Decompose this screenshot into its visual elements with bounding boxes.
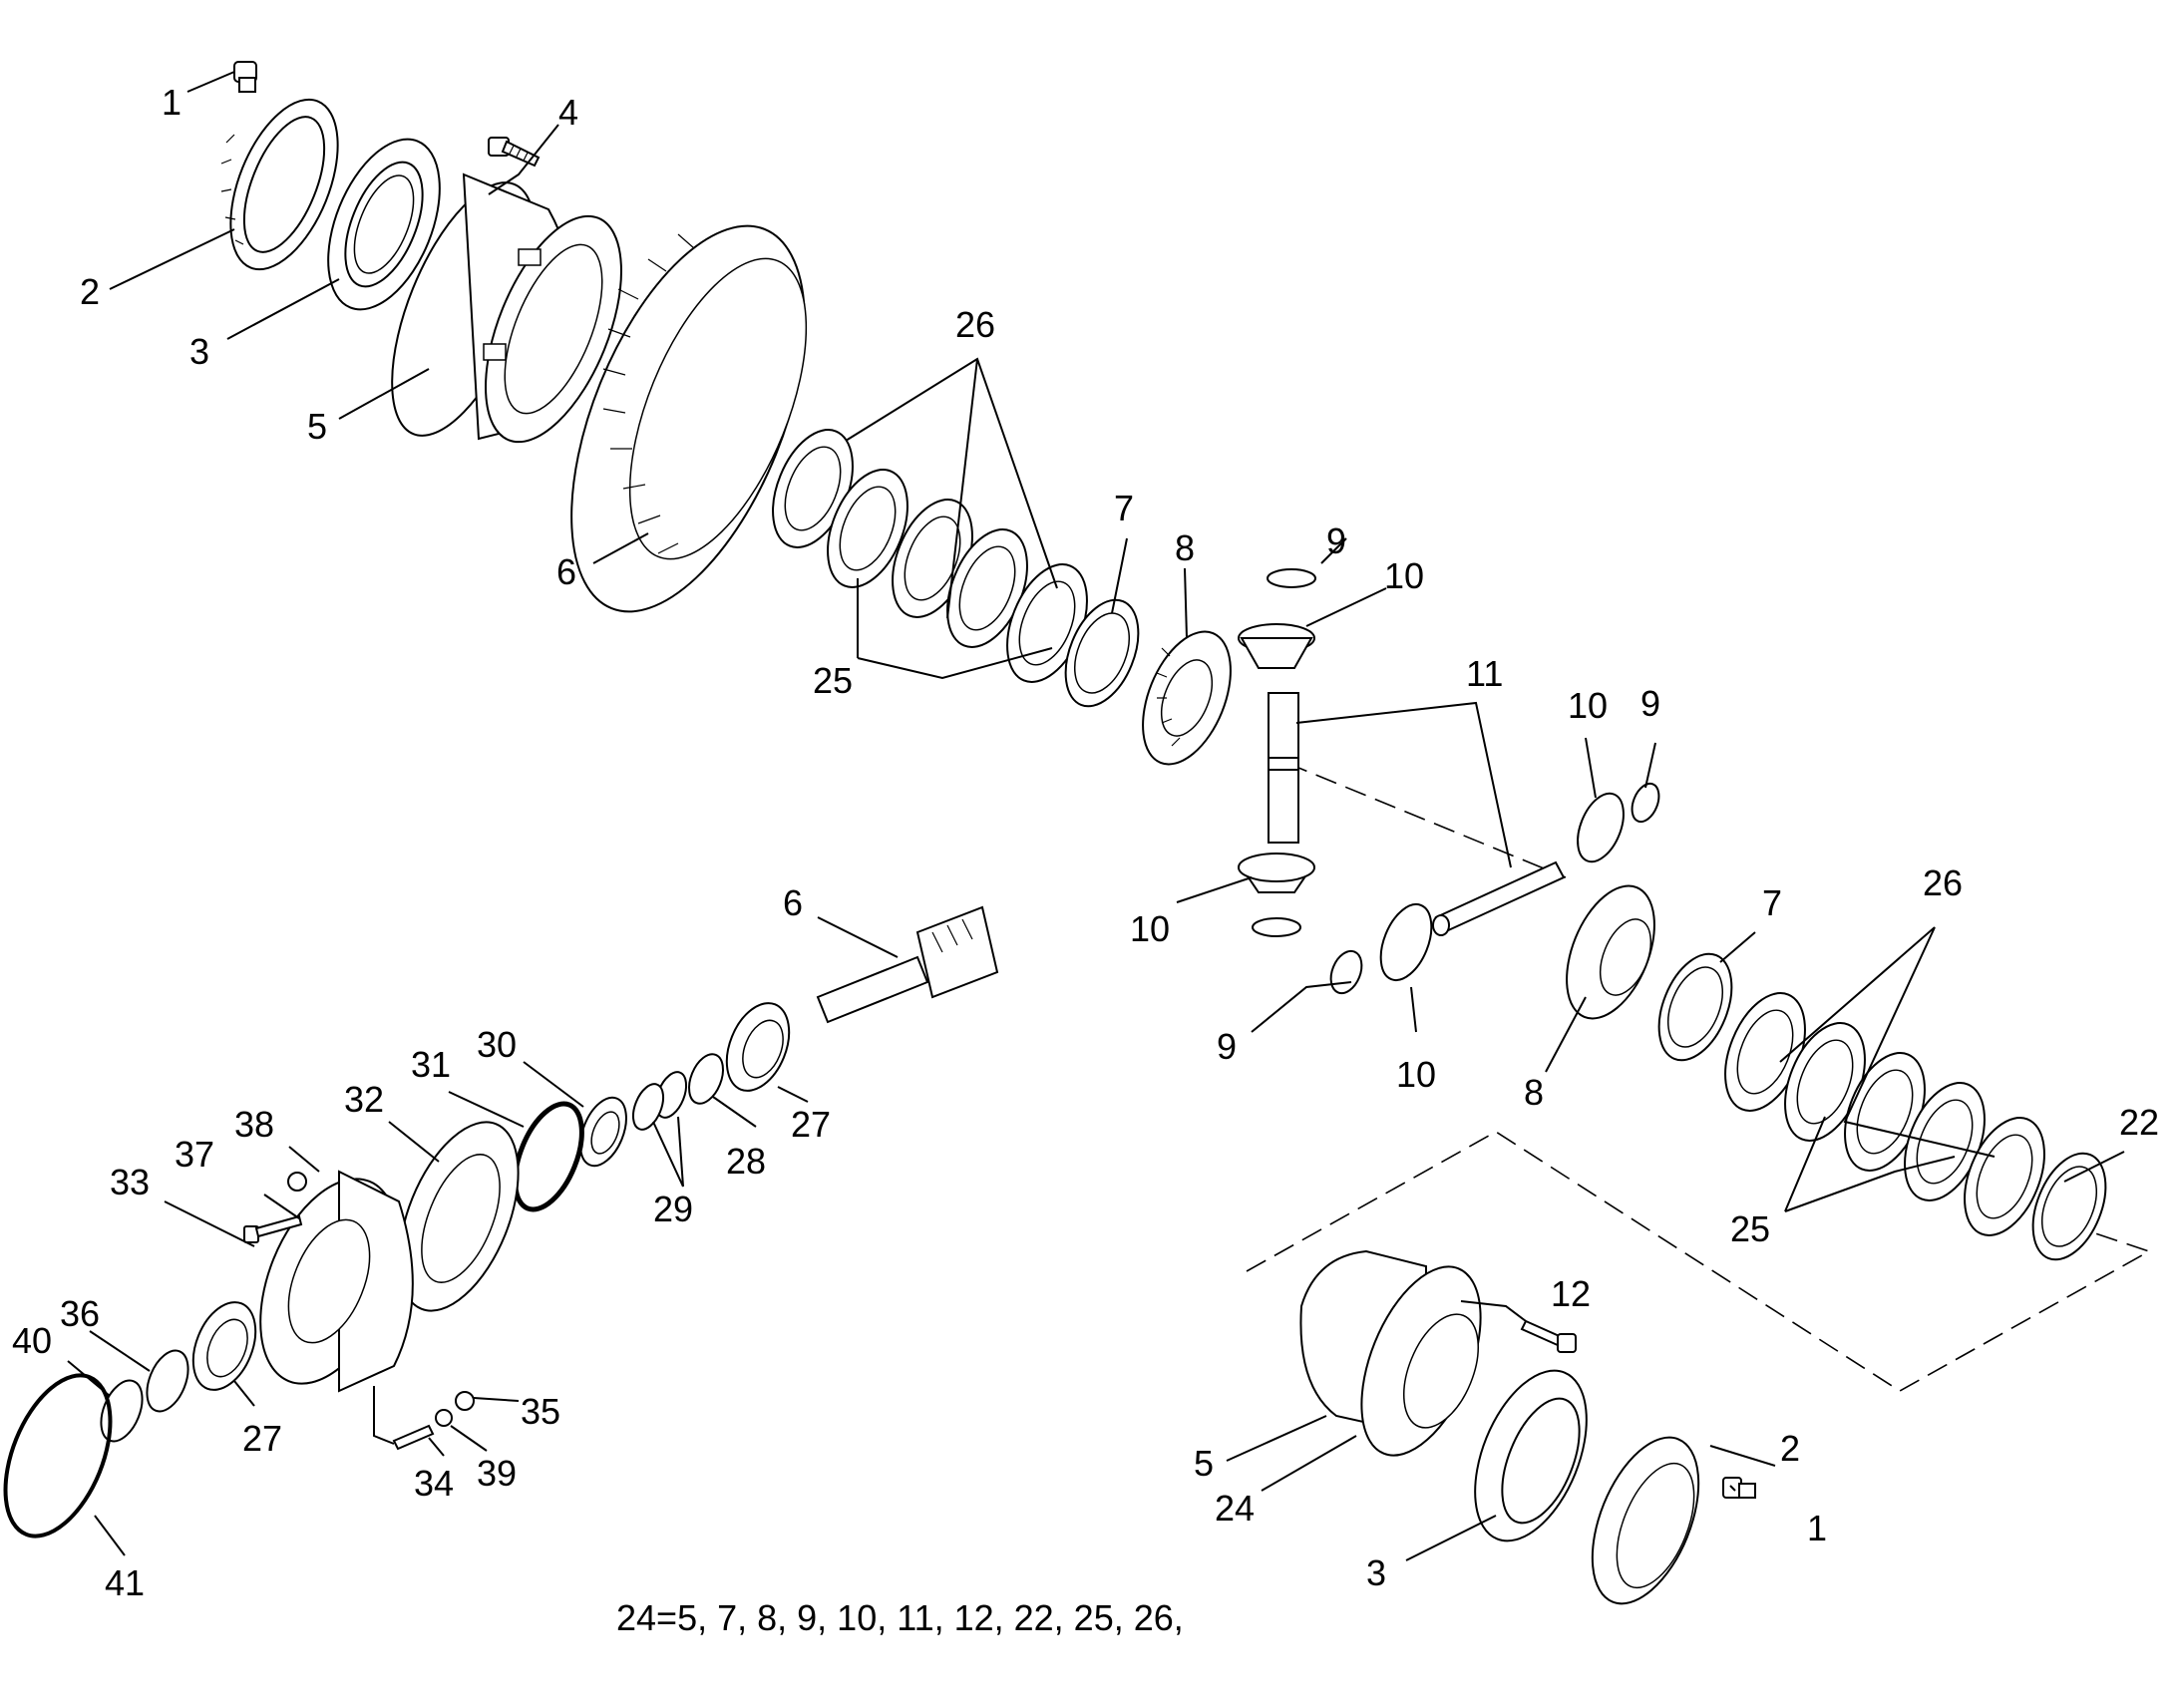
callout-7-lower: 7 xyxy=(1762,882,1782,923)
callout-10-right: 10 xyxy=(1568,685,1608,726)
callout-37: 37 xyxy=(175,1134,214,1175)
nut-35 xyxy=(455,1391,475,1411)
callout-10: 10 xyxy=(1384,555,1424,596)
side-gear-8-upper xyxy=(1142,630,1232,766)
callout-1: 1 xyxy=(162,82,182,123)
pinion-10-bottom xyxy=(1238,853,1315,937)
callout-9-bottom: 9 xyxy=(1217,1026,1237,1067)
carrier-33 xyxy=(259,1170,414,1393)
callout-9: 9 xyxy=(1326,520,1346,561)
callout-22: 22 xyxy=(2119,1102,2159,1143)
friction-discs-lower xyxy=(1657,952,2107,1261)
callout-7: 7 xyxy=(1114,488,1134,528)
differential-case-5-lower xyxy=(1299,1249,1482,1457)
callout-8-lower: 8 xyxy=(1524,1072,1544,1113)
upper-assembly xyxy=(220,61,2107,1261)
callout-30: 30 xyxy=(477,1024,517,1065)
callout-2-lower: 2 xyxy=(1780,1428,1800,1469)
shaft-11-cross xyxy=(1432,860,1566,936)
shaft-11 xyxy=(1268,692,1299,844)
callout-6: 6 xyxy=(556,551,576,592)
pinion-assembly xyxy=(3,905,999,1538)
callout-33: 33 xyxy=(110,1162,150,1202)
callout-3-lower: 3 xyxy=(1366,1552,1386,1593)
o-ring-31 xyxy=(513,1101,584,1212)
callout-8: 8 xyxy=(1175,527,1195,568)
differential-case-5-upper xyxy=(391,172,622,444)
pinion-10-9-lower xyxy=(1329,903,1433,995)
callout-labels: 1 2 3 4 5 6 26 25 7 8 9 10 11 10 9 10 9 … xyxy=(12,82,2159,1603)
callout-12: 12 xyxy=(1551,1273,1591,1314)
screw-1-lower xyxy=(1722,1477,1756,1499)
shims-29 xyxy=(631,1071,688,1131)
callout-10-bottom: 10 xyxy=(1396,1054,1436,1095)
bearing-3-lower xyxy=(1474,1369,1588,1542)
callout-29: 29 xyxy=(653,1189,693,1229)
adjusting-nut-2-lower xyxy=(1591,1436,1700,1605)
pinion-9-10-top xyxy=(1238,568,1316,669)
callout-1-lower: 1 xyxy=(1807,1508,1827,1548)
callout-31: 31 xyxy=(411,1044,451,1085)
seal-36 xyxy=(146,1349,189,1413)
callout-36: 36 xyxy=(60,1293,100,1334)
washer-38 xyxy=(287,1172,307,1192)
screw-1-upper xyxy=(233,61,257,93)
callout-26-lower: 26 xyxy=(1923,862,1963,903)
bearing-27-lower xyxy=(191,1301,257,1391)
kit-contents-caption: 24=5, 7, 8, 9, 10, 11, 12, 22, 25, 26, xyxy=(616,1597,1184,1638)
callout-10-left: 10 xyxy=(1130,908,1170,949)
side-gear-8-lower xyxy=(1566,884,1655,1020)
pinion-10-9-right xyxy=(1577,782,1660,863)
seal-30 xyxy=(579,1096,627,1168)
lower-right-assembly xyxy=(1299,1249,1756,1605)
callout-2: 2 xyxy=(80,271,100,312)
drive-pinion-6 xyxy=(816,905,999,1024)
callout-38: 38 xyxy=(234,1104,274,1145)
bolt-12 xyxy=(1520,1319,1577,1353)
gasket-32 xyxy=(398,1121,520,1312)
callout-32: 32 xyxy=(344,1079,384,1120)
callout-5-lower: 5 xyxy=(1194,1443,1214,1484)
bolt-4 xyxy=(488,137,541,168)
bolt-37 xyxy=(243,1214,303,1243)
callout-35: 35 xyxy=(521,1391,560,1432)
washer-39 xyxy=(435,1409,453,1427)
callout-9-right: 9 xyxy=(1640,683,1660,724)
adjusting-nut-2-upper xyxy=(220,98,339,271)
bearing-27-upper xyxy=(725,1002,791,1092)
callout-3: 3 xyxy=(189,331,209,372)
callout-39: 39 xyxy=(477,1453,517,1494)
callout-5: 5 xyxy=(307,406,327,447)
leader-lines xyxy=(67,71,2125,1561)
snap-ring-41 xyxy=(3,1373,113,1538)
callout-34: 34 xyxy=(414,1463,454,1504)
callout-25-lower: 25 xyxy=(1730,1208,1770,1249)
callout-27-upper: 27 xyxy=(791,1104,831,1145)
callout-41: 41 xyxy=(105,1562,145,1603)
callout-40: 40 xyxy=(12,1320,52,1361)
ring-gear-6 xyxy=(570,224,808,613)
callout-4: 4 xyxy=(558,92,578,133)
callout-26: 26 xyxy=(955,304,995,345)
spacer-28 xyxy=(688,1053,724,1105)
callout-25: 25 xyxy=(813,660,853,701)
friction-discs-upper xyxy=(772,429,1140,708)
callout-24: 24 xyxy=(1215,1488,1255,1529)
callout-27-lower: 27 xyxy=(242,1418,282,1459)
bearing-3-upper xyxy=(327,138,441,311)
assembly-axes xyxy=(1246,762,2151,1392)
stud-34 xyxy=(392,1424,435,1451)
callout-6-pinion: 6 xyxy=(783,882,803,923)
callout-28: 28 xyxy=(726,1141,766,1182)
callout-11: 11 xyxy=(1466,653,1503,694)
